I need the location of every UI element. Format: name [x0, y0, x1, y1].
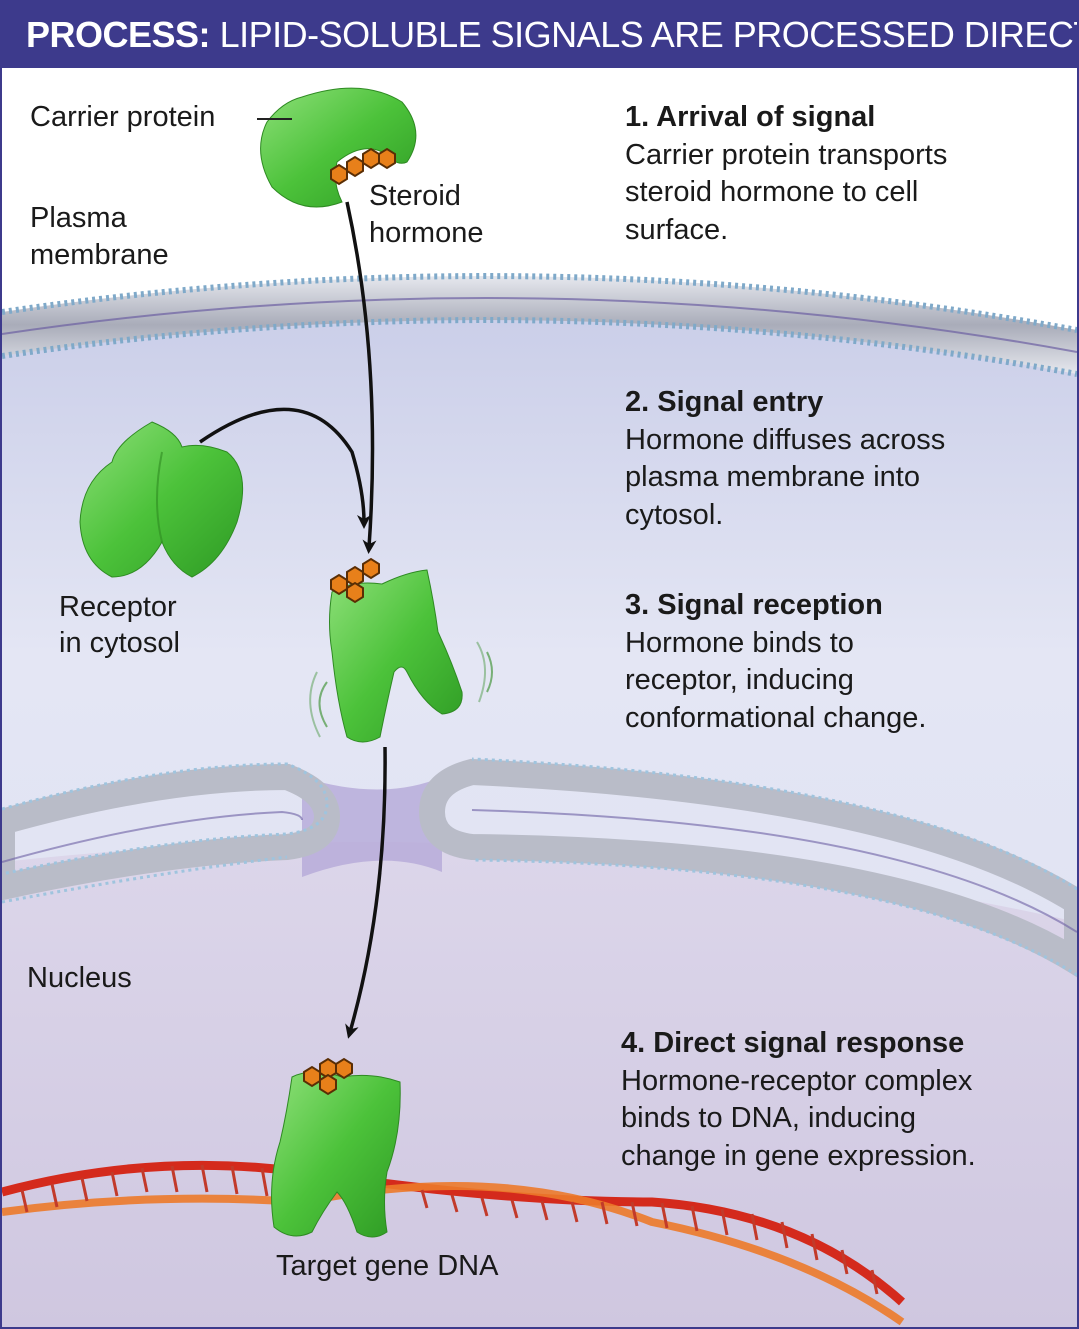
step-4-line-2: binds to DNA, inducing — [621, 1102, 916, 1134]
title-prefix: PROCESS: — [26, 14, 211, 55]
steroid-hormone-on-carrier — [330, 147, 396, 186]
step-3-line-3: conformational change. — [625, 701, 927, 734]
label-target-gene-dna: Target gene DNA — [276, 1250, 499, 1282]
step-2-line-1: Hormone diffuses across — [625, 423, 946, 456]
nuclear-envelope-right — [418, 757, 1077, 978]
arrow-hormone-entry — [345, 201, 377, 554]
step-3-line-1: Hormone binds to — [625, 626, 854, 659]
title-text: LIPID-SOLUBLE SIGNALS ARE PROCESSED DIRE… — [219, 14, 1079, 55]
nuclear-envelope-left — [2, 762, 341, 904]
step-1: 1. Arrival of signal Carrier protein tra… — [625, 99, 947, 249]
step-1-line-1: Carrier protein transports — [625, 138, 948, 171]
step-3: 3. Signal reception Hormone binds to rec… — [625, 587, 926, 737]
nucleus-region — [2, 842, 1077, 1327]
label-nucleus: Nucleus — [27, 962, 132, 994]
step-2: 2. Signal entry Hormone diffuses across … — [625, 384, 945, 534]
dna-helix — [2, 1160, 906, 1326]
step-1-line-3: surface. — [625, 213, 729, 246]
step-2-line-3: cytosol. — [625, 498, 724, 531]
carrier-protein — [260, 87, 417, 208]
hormone-receptor-complex — [309, 569, 493, 743]
label-plasma-membrane-line2: membrane — [30, 239, 169, 271]
step-2-line-2: plasma membrane into — [625, 461, 920, 493]
step-3-line-2: receptor, inducing — [625, 664, 854, 696]
label-receptor-line2: in cytosol — [59, 627, 180, 659]
step-4-line-3: change in gene expression. — [621, 1139, 976, 1172]
label-carrier-protein: Carrier protein — [30, 101, 216, 133]
step-3-title: 3. Signal reception — [625, 589, 883, 621]
diagram-title: PROCESS: LIPID-SOLUBLE SIGNALS ARE PROCE… — [2, 2, 1077, 68]
label-steroid-hormone-line1: Steroid — [369, 180, 461, 212]
step-4-title: 4. Direct signal response — [621, 1027, 965, 1059]
complex-on-dna — [271, 1071, 401, 1238]
step-1-title: 1. Arrival of signal — [625, 101, 876, 133]
step-1-line-2: steroid hormone to cell — [625, 176, 919, 208]
step-4-line-1: Hormone-receptor complex — [621, 1064, 973, 1097]
label-plasma-membrane-line1: Plasma — [30, 202, 127, 234]
steroid-hormone-on-dna-complex — [303, 1057, 353, 1096]
step-2-title: 2. Signal entry — [625, 386, 824, 418]
label-receptor-line1: Receptor — [59, 591, 177, 623]
arrow-nuclear-entry — [345, 746, 387, 1039]
receptor-in-cytosol — [79, 421, 244, 578]
arrow-receptor-binding — [199, 407, 371, 529]
steroid-hormone-bound — [330, 557, 380, 604]
step-4: 4. Direct signal response Hormone-recept… — [621, 1025, 976, 1175]
label-steroid-hormone-line2: hormone — [369, 217, 484, 249]
plasma-membrane — [2, 273, 1077, 377]
